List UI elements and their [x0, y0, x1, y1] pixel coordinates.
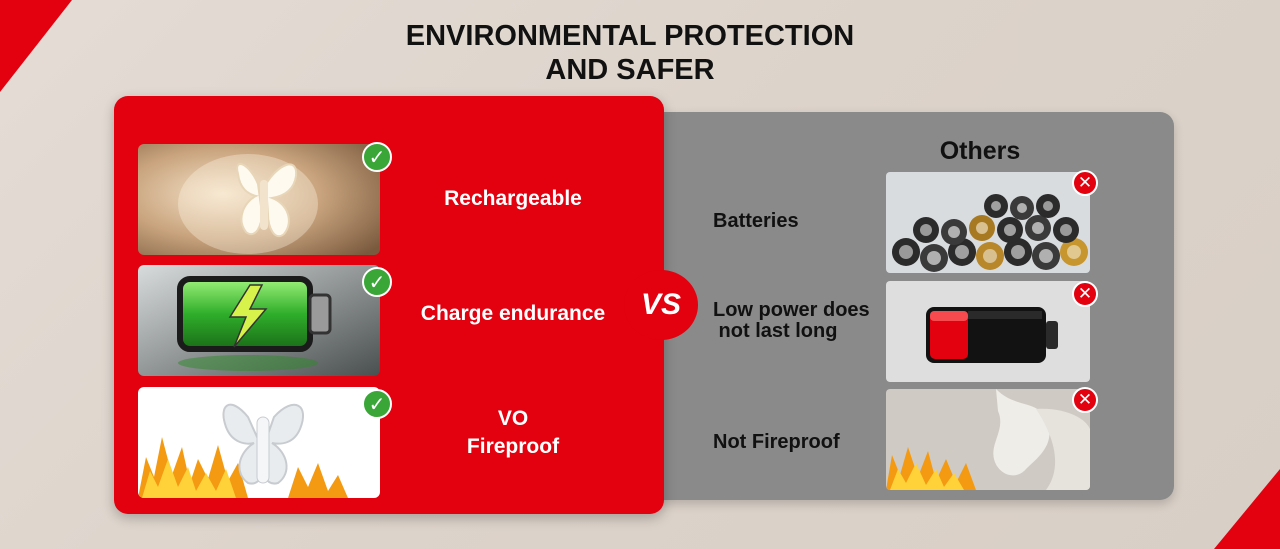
title-line-2: AND SAFER — [545, 54, 715, 86]
page-title: ENVIRONMENTAL PROTECTION AND SAFER — [330, 19, 930, 87]
check-icon: ✓ — [362, 389, 392, 419]
title-line-1: ENVIRONMENTAL PROTECTION — [405, 20, 855, 52]
feature-label-charge-endurance: Charge endurance — [420, 302, 606, 325]
others-label-not-fireproof: Not Fireproof — [713, 431, 840, 453]
check-icon: ✓ — [362, 267, 392, 297]
corner-decoration-top-left — [0, 0, 72, 92]
cross-icon: ✕ — [1072, 281, 1098, 307]
check-icon: ✓ — [362, 142, 392, 172]
others-label-low-power: Low power does not last long — [713, 300, 893, 342]
feature-label-rechargeable: Rechargeable — [444, 187, 582, 210]
low-power-label-line-1: Low power does — [713, 299, 870, 321]
low-battery-image — [886, 281, 1090, 382]
others-label-batteries: Batteries — [713, 210, 799, 232]
others-title: Others — [939, 137, 1021, 165]
fireproof-label-line-2: Fireproof — [466, 435, 560, 458]
fireproof-lamp-image — [138, 387, 380, 498]
not-fireproof-image — [886, 389, 1090, 490]
vs-badge: VS — [624, 270, 698, 340]
corner-decoration-bottom-right — [1214, 469, 1280, 549]
feature-label-fireproof: VO Fireproof — [403, 405, 623, 461]
butterfly-lamp-image — [138, 144, 380, 255]
low-power-label-line-2: not last long — [713, 320, 838, 342]
cross-icon: ✕ — [1072, 387, 1098, 413]
fireproof-label-line-1: VO — [497, 407, 529, 430]
batteries-image — [886, 172, 1090, 273]
cross-icon: ✕ — [1072, 170, 1098, 196]
green-battery-image — [138, 265, 380, 376]
